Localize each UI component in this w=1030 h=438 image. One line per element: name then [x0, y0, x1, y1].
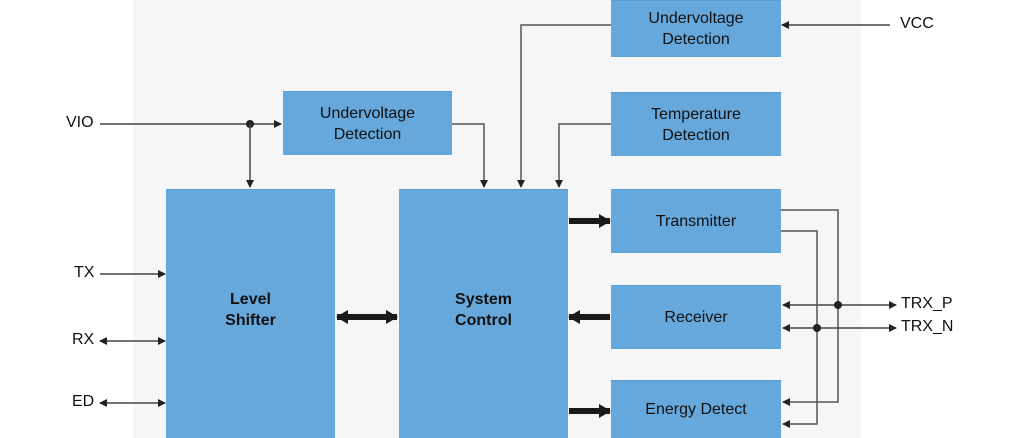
pin-label-trx-n: TRX_N [901, 318, 954, 335]
temperature-detection-block: Temperature Detection [611, 92, 781, 156]
block-label: Temperature Detection [651, 105, 741, 144]
vio-wire [100, 120, 282, 188]
block-label: Energy Detect [645, 401, 747, 418]
block-label: Undervoltage Detection [319, 104, 416, 143]
block-label: System Control [455, 291, 512, 329]
block-label: Level Shifter [225, 291, 276, 329]
trx-n-net [781, 230, 897, 428]
pin-label-vcc: VCC [900, 15, 934, 32]
energy-detect-block: Energy Detect [611, 380, 781, 438]
pin-label-ed: ED [72, 393, 95, 410]
pin-label-rx: RX [72, 331, 95, 348]
receiver-block: Receiver [611, 285, 781, 349]
pin-label-vio: VIO [66, 114, 94, 131]
block-label: Receiver [664, 309, 728, 326]
undervoltage-detection-vcc-block: Undervoltage Detection [611, 0, 781, 57]
uv-vio-to-control-wire [451, 123, 488, 188]
pin-label-tx: TX [74, 264, 95, 281]
transmitter-block: Transmitter [611, 189, 781, 253]
uv-vcc-to-control-wire [517, 24, 612, 188]
block-label: Undervoltage Detection [648, 10, 744, 48]
pin-label-trx-p: TRX_P [901, 295, 953, 312]
undervoltage-detection-vio-block: Undervoltage Detection [283, 91, 452, 155]
temp-to-control-wire [555, 123, 612, 188]
trx-p-net [781, 209, 897, 406]
system-control-block: System Control [399, 189, 568, 438]
block-label: Transmitter [655, 213, 737, 230]
level-shifter-block: Level Shifter [166, 189, 335, 438]
